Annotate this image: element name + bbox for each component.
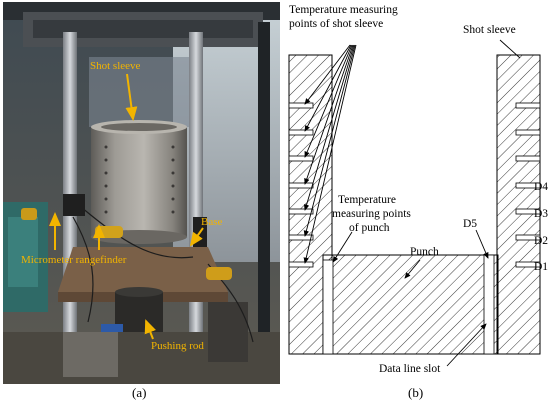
label-temp-punch-2: measuring points: [332, 208, 411, 220]
punch-slot-left: [322, 259, 334, 355]
label-micrometer-rangefinder: Micrometer rangefinder: [21, 254, 127, 266]
sleeve-right-wall: [496, 54, 541, 355]
label-d3: D3: [534, 208, 548, 220]
punch-temp-leader: [332, 231, 353, 263]
panel-b-caption: (b): [408, 385, 424, 400]
label-punch: Punch: [410, 246, 439, 258]
sleeve-leader-lines: [303, 44, 357, 264]
label-d5: D5: [463, 218, 477, 230]
punch-leader: [404, 259, 421, 279]
label-pushing-rod: Pushing rod: [151, 340, 204, 352]
diagram-panel: Temperature measuring points of shot sle…: [282, 0, 550, 385]
label-temp-sleeve-2: points of shot sleeve: [289, 18, 383, 30]
label-d2: D2: [534, 235, 548, 247]
cross-section-diagram: Temperature measuring points of shot sle…: [288, 4, 548, 375]
label-temp-sleeve-1: Temperature measuring: [289, 4, 398, 16]
label-shot-sleeve-diagram: Shot sleeve: [463, 24, 516, 36]
label-temp-punch-3: of punch: [349, 222, 390, 234]
data-line-slot-leader: [446, 323, 487, 367]
panel-a-caption: (a): [132, 385, 147, 400]
d5-leader: [475, 229, 489, 259]
label-shot-sleeve-photo: Shot sleeve: [90, 60, 141, 72]
label-temp-punch-1: Temperature: [338, 194, 396, 206]
label-data-line-slot: Data line slot: [379, 363, 441, 375]
label-d4: D4: [534, 181, 548, 193]
right-wall-holes: [515, 102, 541, 268]
lab-photo: Shot sleeve Base Micrometer rangefinder …: [3, 2, 280, 384]
label-d1: D1: [534, 261, 548, 273]
photo-panel: Shot sleeve Base Micrometer rangefinder …: [3, 2, 280, 384]
left-wall-holes: [288, 102, 314, 268]
label-base: Base: [201, 216, 223, 228]
data-line-slot: [483, 254, 495, 355]
shot-sleeve-leader: [499, 39, 521, 59]
